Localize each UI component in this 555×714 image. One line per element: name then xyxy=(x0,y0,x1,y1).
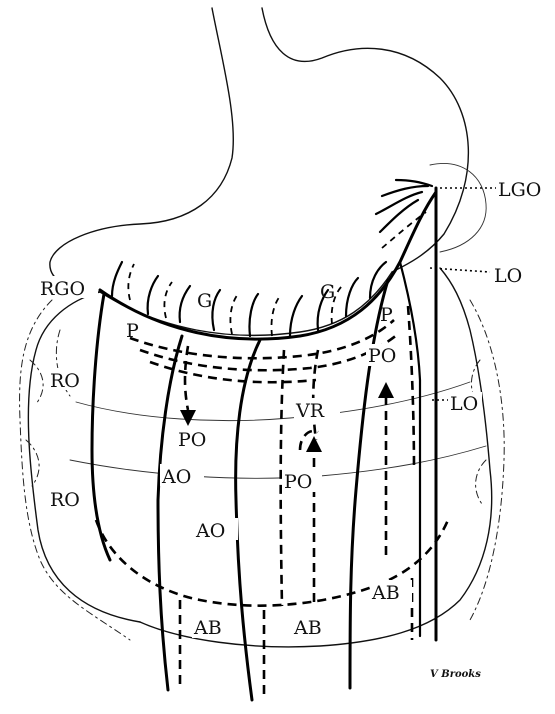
stomach-outline xyxy=(50,8,486,335)
label-po-left: PO xyxy=(178,429,206,451)
label-lo-right: LO xyxy=(494,265,522,287)
label-ao-lower: AO xyxy=(195,520,225,542)
label-g-left: G xyxy=(197,290,212,312)
arrow-down-left xyxy=(180,410,196,426)
label-ab-left: AB xyxy=(193,617,222,639)
label-g-right: G xyxy=(320,281,335,303)
omental-arteries xyxy=(92,280,388,700)
label-rgo: RGO xyxy=(40,278,85,300)
label-ao-upper: AO xyxy=(161,466,191,488)
label-p-right: P xyxy=(380,304,393,326)
label-p-left: P xyxy=(126,320,139,342)
label-po-right: PO xyxy=(368,345,396,367)
artist-signature: V Brooks xyxy=(430,669,481,680)
label-lgo: LGO xyxy=(498,179,541,201)
label-ro-lower: RO xyxy=(50,489,80,511)
label-po-center: PO xyxy=(284,471,312,493)
arrow-up-center xyxy=(306,436,322,452)
anatomical-labels: LGO LO RGO G G P P RO RO PO VR LO PO AO … xyxy=(38,176,548,639)
label-vr: VR xyxy=(295,400,325,422)
label-lo-mid: LO xyxy=(450,393,478,415)
label-ro-upper: RO xyxy=(50,370,80,392)
label-ab-right: AB xyxy=(371,582,400,604)
label-ab-center: AB xyxy=(293,617,322,639)
arrow-up-right xyxy=(378,382,394,398)
